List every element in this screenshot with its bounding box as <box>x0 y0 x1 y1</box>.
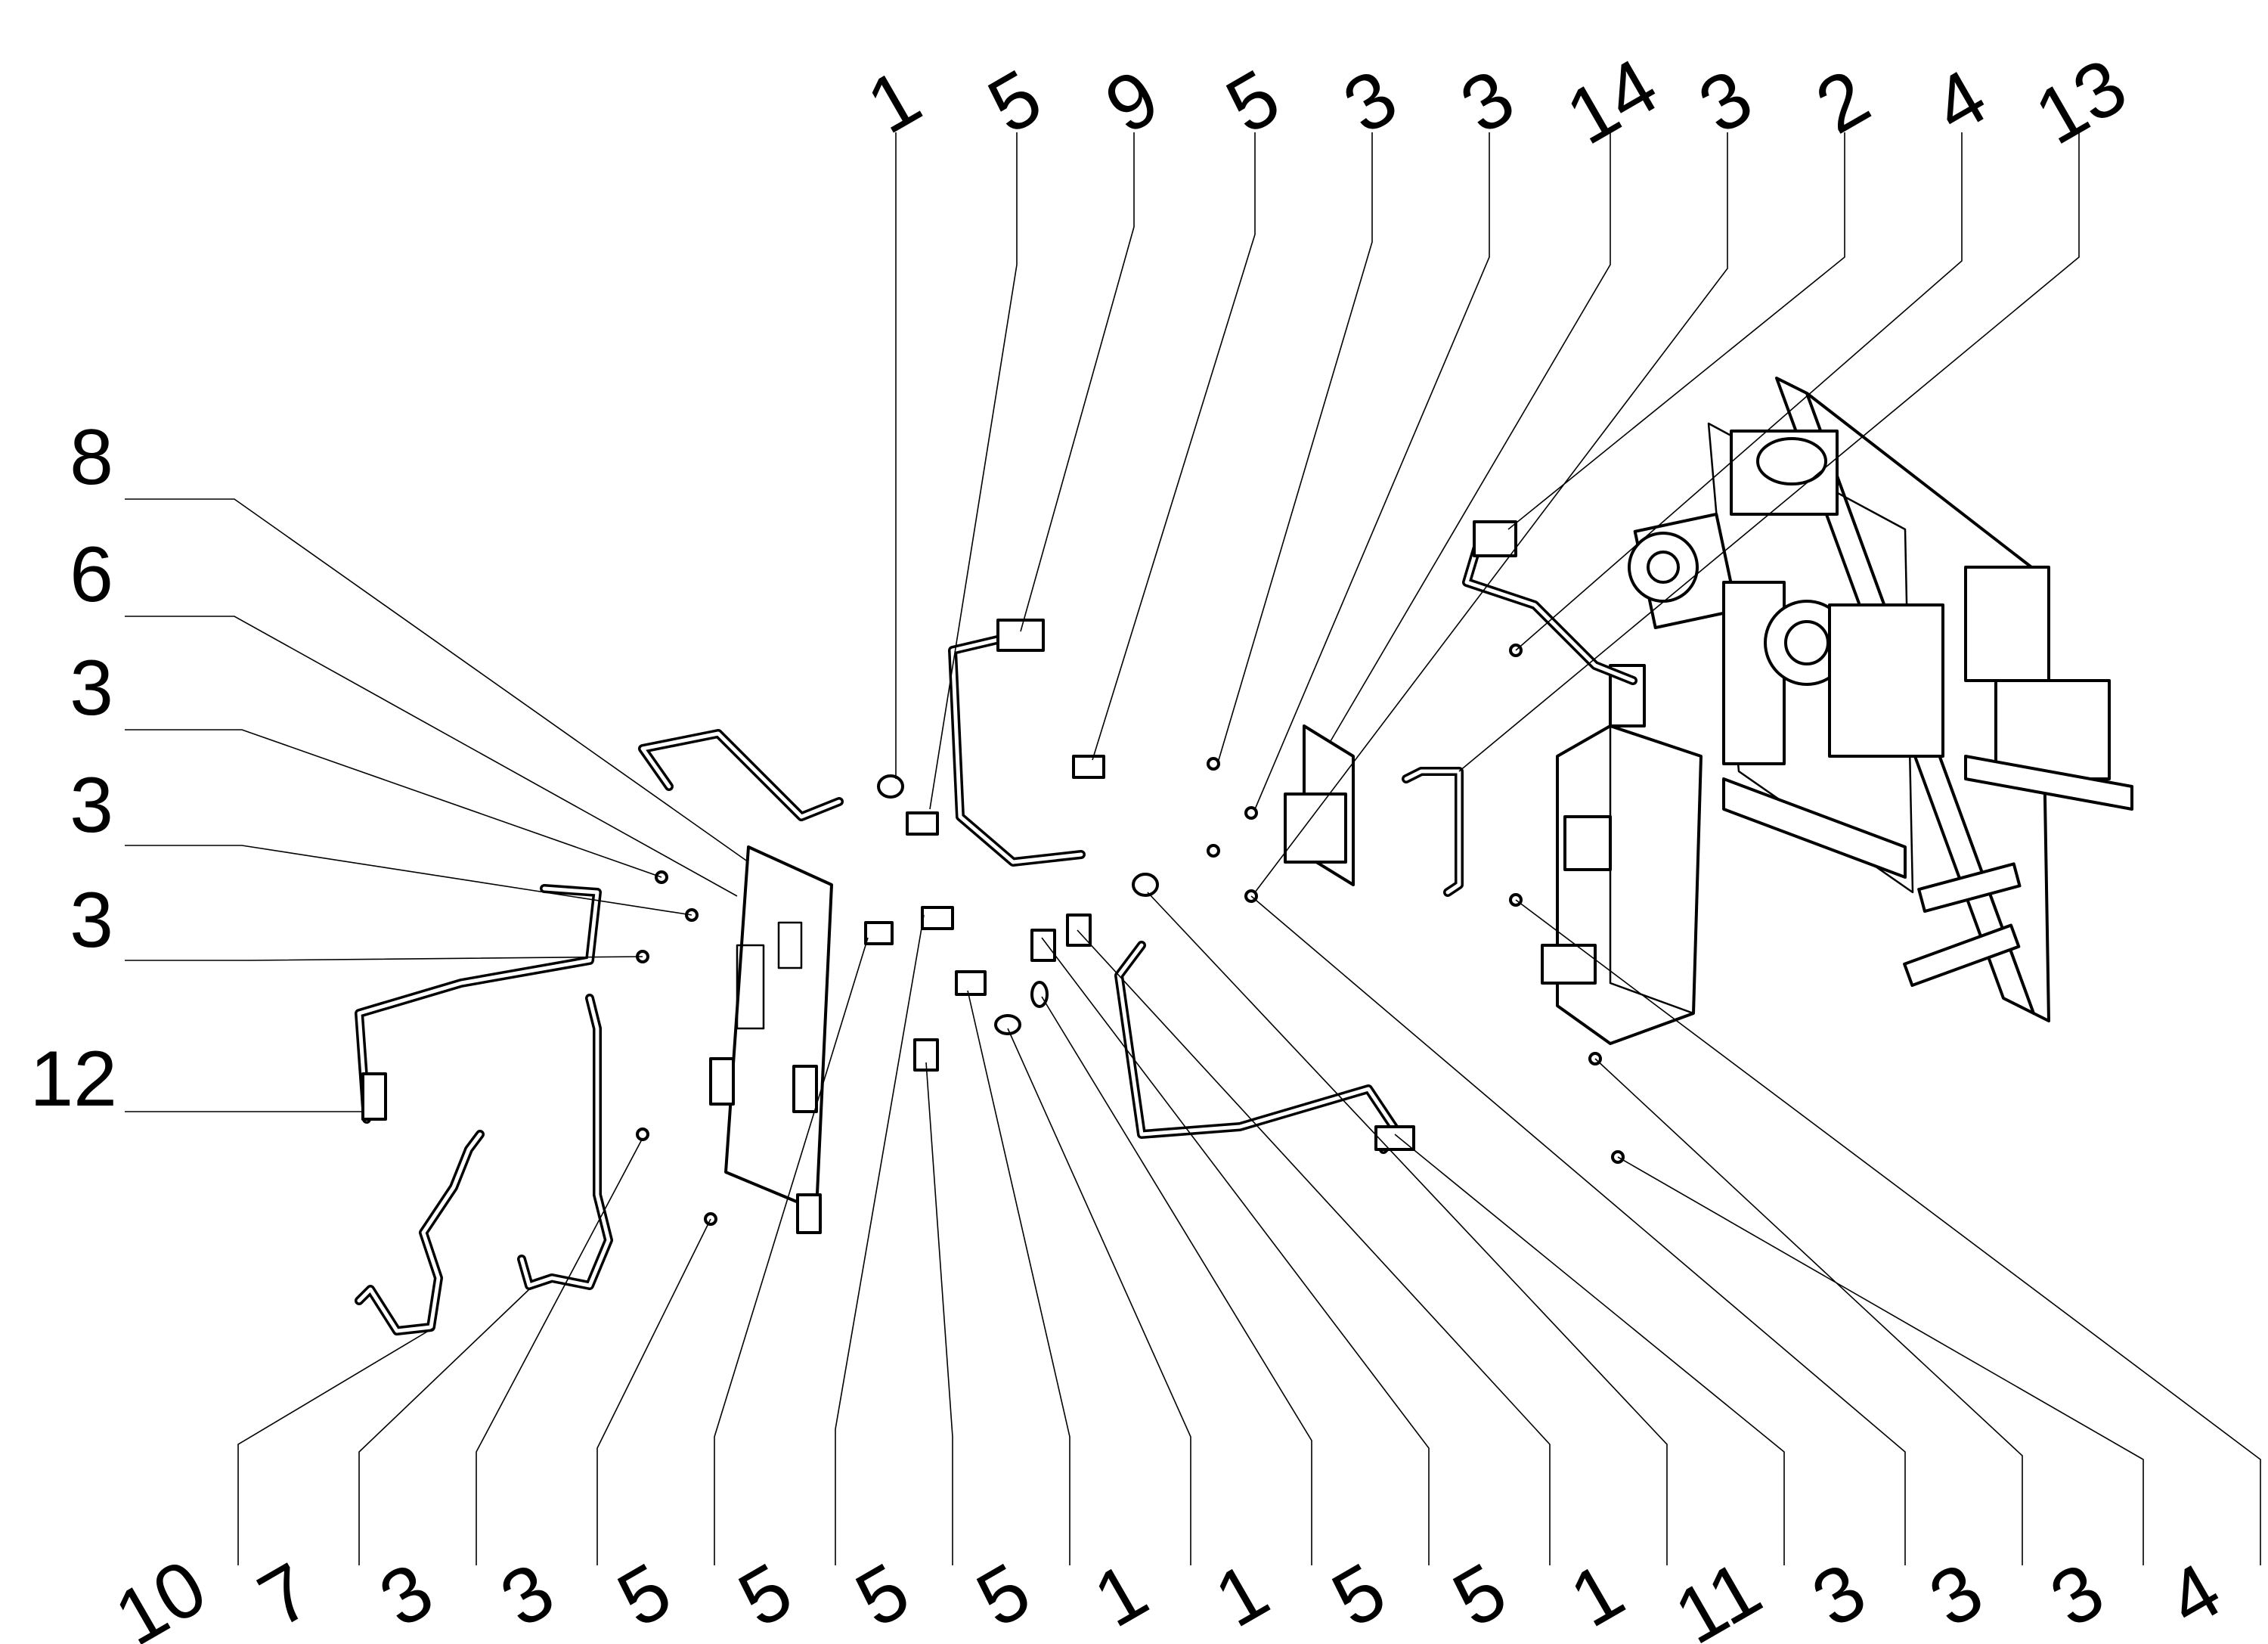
power-supply-box <box>1541 664 1703 1045</box>
callout-bottom-8: 5 <box>962 1546 1044 1644</box>
callout-bottom-4: 3 <box>486 1546 568 1644</box>
wire-harness-7 <box>517 994 613 1290</box>
callout-left-3: 3 <box>70 644 113 732</box>
wire-harness-2 <box>1402 767 1464 897</box>
leader-lines <box>125 132 2261 1565</box>
small-pcb-board <box>1284 724 1355 886</box>
wire-harness-13 <box>1462 520 1637 685</box>
callout-bottom-14: 11 <box>1661 1544 1776 1644</box>
callout-bottom-16: 3 <box>1915 1546 1997 1644</box>
callout-bottom-2: 7 <box>244 1546 326 1644</box>
ring-parts <box>877 774 1159 1035</box>
callout-top-9: 2 <box>1802 53 1883 150</box>
callout-top-1: 1 <box>853 53 934 150</box>
ribbon-cable-8 <box>638 729 844 821</box>
callout-bottom-18: 4 <box>2153 1546 2235 1644</box>
callout-bottom-1: 10 <box>101 1543 220 1644</box>
callout-top-5: 3 <box>1329 53 1411 150</box>
callout-left-5: 3 <box>70 876 113 964</box>
wire-harness-10 <box>355 1130 485 1335</box>
callout-top-4: 5 <box>1212 53 1294 150</box>
callout-bottom-3: 3 <box>365 1546 447 1644</box>
callout-labels: 1 5 9 5 3 3 14 3 2 4 13 8 6 3 3 3 12 10 … <box>29 42 2235 1644</box>
callout-top-6: 3 <box>1446 53 1528 150</box>
ribbon-cable-11 <box>1114 941 1415 1154</box>
callout-bottom-17: 3 <box>2036 1546 2118 1644</box>
callout-bottom-13: 1 <box>1556 1546 1637 1644</box>
callout-left-2: 6 <box>70 531 113 619</box>
callout-bottom-12: 5 <box>1439 1546 1520 1644</box>
callout-top-7: 14 <box>1552 42 1672 162</box>
callout-left-1: 8 <box>70 414 113 501</box>
callout-bottom-7: 5 <box>841 1546 923 1644</box>
callout-left-6: 12 <box>29 1035 117 1123</box>
callout-bottom-10: 1 <box>1201 1546 1282 1644</box>
callout-bottom-11: 5 <box>1318 1546 1399 1644</box>
callout-top-2: 5 <box>974 53 1055 150</box>
ribbon-cable-12 <box>355 884 602 1124</box>
callout-top-11: 13 <box>2021 42 2140 162</box>
connector-parts <box>864 755 1105 1072</box>
callout-top-8: 3 <box>1684 53 1766 150</box>
main-pcb-board <box>709 845 833 1234</box>
ribbon-cable-9 <box>948 619 1086 867</box>
callout-bottom-9: 1 <box>1080 1546 1161 1644</box>
callout-bottom-15: 3 <box>1798 1546 1879 1644</box>
main-chassis-assembly <box>1628 377 2133 1022</box>
callout-top-10: 4 <box>1919 53 2000 150</box>
callout-top-3: 9 <box>1091 53 1173 150</box>
callout-bottom-5: 5 <box>603 1546 685 1644</box>
screw-parts <box>636 644 1625 1226</box>
callout-left-4: 3 <box>70 762 113 849</box>
callout-bottom-6: 5 <box>724 1546 806 1644</box>
